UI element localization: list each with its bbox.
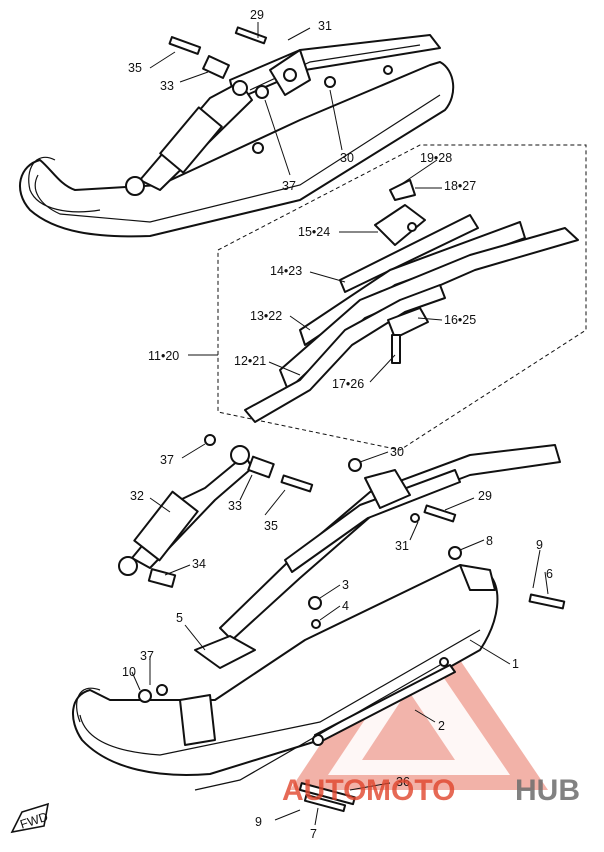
callout-36: 36 bbox=[396, 775, 410, 789]
svg-text:MOTO: MOTO bbox=[366, 774, 455, 807]
callout-8: 8 bbox=[486, 534, 493, 548]
callout-37-mid: 37 bbox=[160, 453, 174, 467]
leader-lines bbox=[131, 22, 549, 826]
leaf-spring-exploded bbox=[217, 144, 587, 451]
callout-37-low: 37 bbox=[140, 649, 154, 663]
callout-17-26: 17•26 bbox=[332, 377, 364, 391]
callout-37-top: 37 bbox=[282, 179, 296, 193]
svg-text:HUB: HUB bbox=[515, 774, 580, 807]
callout-30-top: 30 bbox=[340, 151, 354, 165]
callout-3: 3 bbox=[342, 578, 349, 592]
callout-30-mid: 30 bbox=[390, 445, 404, 459]
watermark-text: AUTO MOTO HUB bbox=[282, 774, 580, 807]
callout-10: 10 bbox=[122, 665, 136, 679]
callout-33-top: 33 bbox=[160, 79, 174, 93]
callout-12-21: 12•21 bbox=[234, 354, 266, 368]
callout-33-mid: 33 bbox=[228, 499, 242, 513]
callout-29-mid: 29 bbox=[478, 489, 492, 503]
callout-18-27: 18•27 bbox=[444, 179, 476, 193]
callout-7: 7 bbox=[310, 827, 317, 841]
callout-14-23: 14•23 bbox=[270, 264, 302, 278]
watermark-logo bbox=[290, 598, 548, 790]
callout-1: 1 bbox=[512, 657, 519, 671]
callout-32: 32 bbox=[130, 489, 144, 503]
callout-5: 5 bbox=[176, 611, 183, 625]
upper-ski-assembly bbox=[19, 26, 455, 238]
svg-text:AUTO: AUTO bbox=[282, 774, 366, 807]
callout-4: 4 bbox=[342, 599, 349, 613]
lower-ski-assembly bbox=[71, 434, 566, 813]
fwd-arrow-icon: FWD bbox=[10, 802, 50, 834]
callout-15-24: 15•24 bbox=[298, 225, 330, 239]
callout-35-mid: 35 bbox=[264, 519, 278, 533]
callout-16-25: 16•25 bbox=[444, 313, 476, 327]
callout-31-mid: 31 bbox=[395, 539, 409, 553]
callout-31-top: 31 bbox=[318, 19, 332, 33]
callout-29-top: 29 bbox=[250, 8, 264, 22]
callout-labels: 29 31 35 33 37 30 19•28 18•27 15•24 14•2… bbox=[122, 8, 553, 841]
callout-9-right: 9 bbox=[536, 538, 543, 552]
callout-9-bottom: 9 bbox=[255, 815, 262, 829]
callout-35-top: 35 bbox=[128, 61, 142, 75]
callout-19-28: 19•28 bbox=[420, 151, 452, 165]
callout-34: 34 bbox=[192, 557, 206, 571]
callout-13-22: 13•22 bbox=[250, 309, 282, 323]
callout-2: 2 bbox=[438, 719, 445, 733]
callout-11-20: 11•20 bbox=[148, 349, 179, 363]
callout-6: 6 bbox=[546, 567, 553, 581]
